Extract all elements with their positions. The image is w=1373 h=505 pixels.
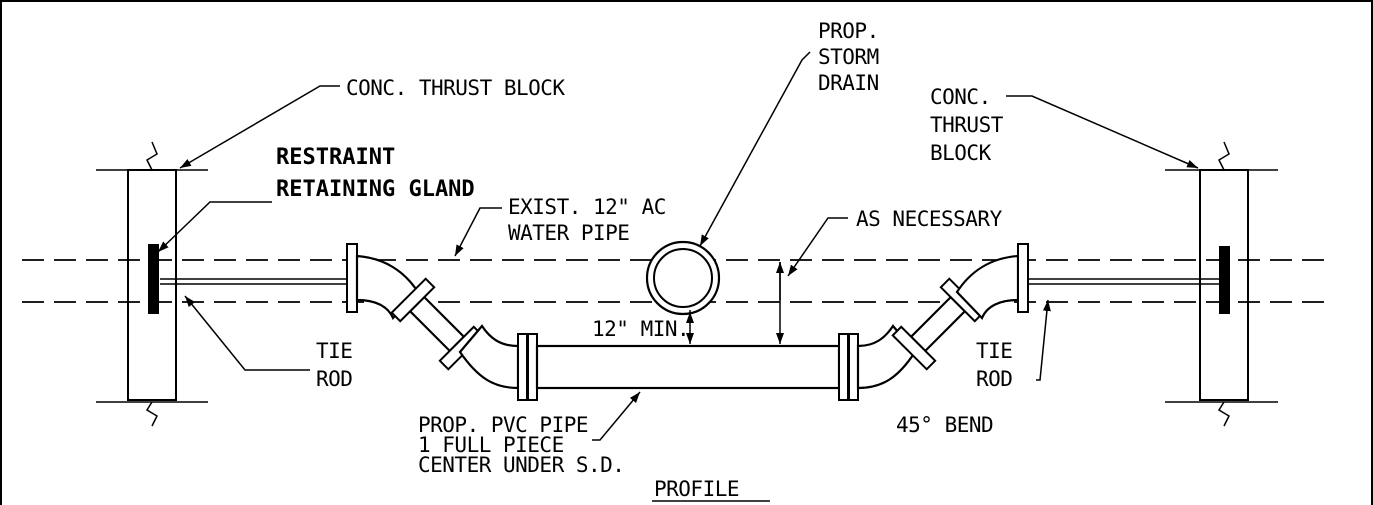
right-tie-rod [1022, 278, 1220, 285]
clearance-dimension [640, 262, 790, 347]
label-conc-thrust-block-left: CONC. THRUST BLOCK [346, 76, 565, 100]
label-conc-thrust-right-line3: BLOCK [930, 141, 992, 165]
label-tie-rod-left-line1: TIE [316, 339, 352, 363]
label-conc-thrust-right-line1: CONC. [930, 85, 991, 109]
leader-storm-drain [699, 51, 811, 247]
label-pvc-line2: 1 FULL PIECE [418, 433, 564, 457]
leader-tie-rod-left [184, 295, 310, 371]
label-storm-drain-line1: PROP. [818, 19, 879, 43]
label-tie-rod-left-line2: ROD [316, 367, 352, 391]
label-restraint-line2: RETAINING GLAND [276, 177, 475, 202]
label-exist-pipe-line1: EXIST. 12" AC [508, 195, 666, 219]
left-restraint-plate [148, 244, 159, 314]
label-tie-rod-right-line2: ROD [976, 367, 1012, 391]
label-min-clearance: 12" MIN. [592, 317, 689, 341]
right-thrust-block [1165, 141, 1278, 427]
leader-conc-thrust-right [1006, 95, 1199, 169]
label-bend: 45° BEND [896, 413, 993, 437]
label-storm-drain-line2: STORM [818, 45, 879, 69]
leader-restraint [157, 201, 272, 253]
leader-exist-pipe [454, 207, 502, 257]
label-exist-pipe-line2: WATER PIPE [508, 221, 629, 245]
leader-tie-rod-right [1036, 299, 1051, 381]
prop-pvc-pipe [535, 344, 841, 390]
prop-storm-drain [645, 240, 721, 316]
leader-as-necessary [787, 217, 848, 277]
left-bend-assembly [346, 243, 538, 401]
leader-conc-thrust-left [179, 85, 340, 169]
right-restraint-plate [1219, 246, 1230, 314]
label-tie-rod-right-line1: TIE [976, 339, 1012, 363]
left-tie-rod [160, 278, 352, 285]
label-pvc-line3: CENTER UNDER S.D. [418, 453, 624, 477]
label-pvc-line1: PROP. PVC PIPE [418, 413, 588, 437]
left-thrust-block [96, 141, 208, 427]
label-storm-drain-line3: DRAIN [818, 71, 879, 95]
label-restraint-line1: RESTRAINT [276, 145, 395, 170]
label-conc-thrust-right-line2: THRUST [930, 113, 1004, 137]
leader-pvc-pipe [592, 391, 641, 441]
label-as-necessary: AS NECESSARY [856, 207, 1003, 231]
right-bend-assembly [838, 243, 1029, 401]
view-title: PROFILE [654, 477, 739, 501]
